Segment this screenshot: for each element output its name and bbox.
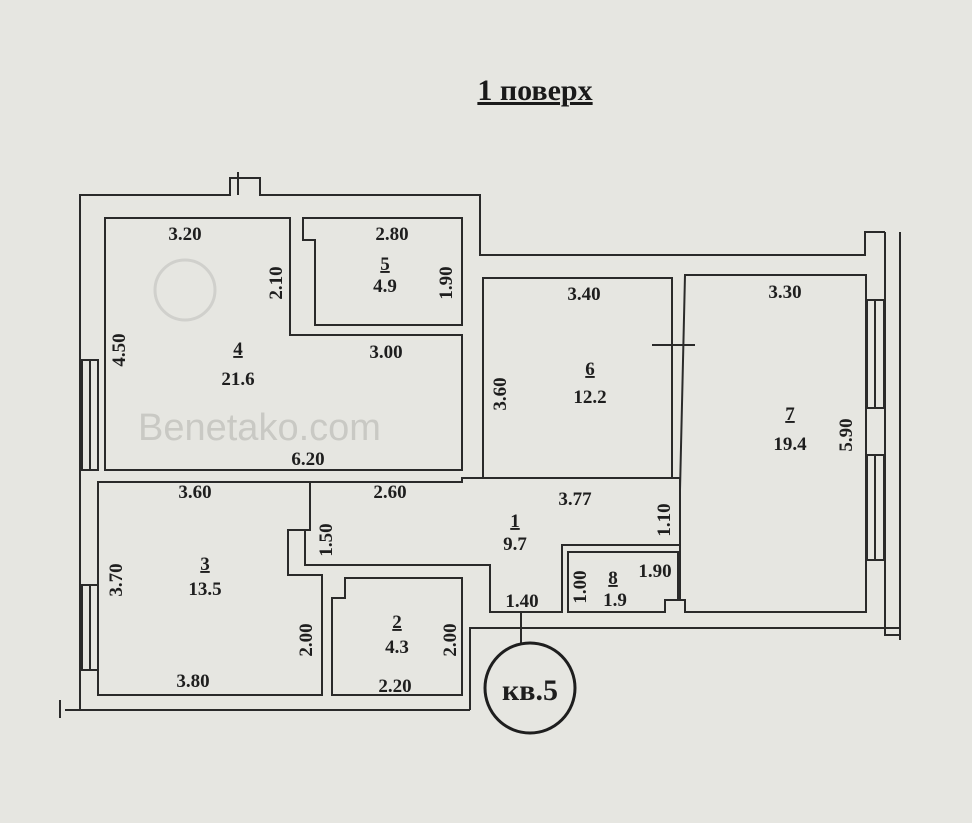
room-4-area: 21.6 (221, 369, 254, 390)
room-3-outline (97, 481, 323, 696)
room-3-number: 3 (200, 554, 210, 575)
dim-r8-top: 1.90 (638, 561, 671, 582)
floor-title: 1 поверх (477, 74, 592, 107)
room-1-area: 9.7 (503, 534, 527, 555)
corridor-outline (304, 477, 681, 613)
room-8-number: 8 (608, 568, 618, 589)
dim-r5-top: 2.80 (375, 224, 408, 245)
room-labels: 4 21.6 5 4.9 6 12.2 7 19.4 1 9.7 3 13.5 … (188, 254, 807, 658)
dim-r5-right: 1.90 (436, 266, 457, 299)
dim-r2-bottom: 2.20 (378, 676, 411, 697)
dim-r6-top: 3.40 (567, 284, 600, 305)
room-walls (97, 217, 867, 696)
dimension-labels: 3.20 2.10 4.50 3.00 6.20 2.80 1.90 3.40 … (106, 224, 857, 697)
windows (81, 299, 885, 671)
dim-r7-right: 5.90 (836, 418, 857, 451)
room-4-outline (104, 217, 463, 471)
apartment-label: кв.5 (502, 674, 558, 707)
dim-r1-top2: 3.77 (558, 489, 592, 510)
room-1-number: 1 (510, 511, 520, 532)
dim-r1-left: 1.50 (316, 523, 337, 556)
dim-r7-top: 3.30 (768, 282, 801, 303)
dim-r4-top: 3.20 (168, 224, 201, 245)
room-5-number: 5 (380, 254, 390, 275)
dim-r4-inner: 2.10 (266, 266, 287, 299)
room-4-number: 4 (233, 339, 243, 360)
dim-r2-right: 2.00 (440, 623, 461, 656)
dim-r3-top: 3.60 (178, 482, 211, 503)
apartment-marker: кв.5 (483, 612, 577, 735)
dim-r1-right: 1.10 (654, 503, 675, 536)
room-6-area: 12.2 (573, 387, 606, 408)
room-2-outline (331, 577, 463, 696)
dim-r8-left: 1.00 (570, 570, 591, 603)
room-2-area: 4.3 (385, 637, 409, 658)
dim-r4-mid: 3.00 (369, 342, 402, 363)
dim-r3-right: 2.00 (296, 623, 317, 656)
dim-r3-bottom: 3.80 (176, 671, 209, 692)
room-8-area: 1.9 (603, 590, 627, 611)
room-5-outline (302, 217, 463, 326)
room-2-number: 2 (392, 612, 402, 633)
dim-r1-top: 2.60 (373, 482, 406, 503)
room-7-area: 19.4 (773, 434, 807, 455)
dim-r4-bottom: 6.20 (291, 449, 324, 470)
room-3-area: 13.5 (188, 579, 221, 600)
room-6-outline (482, 277, 673, 479)
room-6-number: 6 (585, 359, 595, 380)
watermark: Benetako.com (138, 258, 381, 449)
dim-r3-left: 3.70 (106, 563, 127, 596)
room-7-number: 7 (785, 404, 795, 425)
svg-text:Benetako.com: Benetako.com (138, 407, 381, 449)
dim-r1-bottom: 1.40 (505, 591, 538, 612)
room-5-area: 4.9 (373, 276, 397, 297)
dim-r6-left: 3.60 (490, 377, 511, 410)
dim-r4-left: 4.50 (109, 333, 130, 366)
room-8-outline (567, 551, 679, 613)
